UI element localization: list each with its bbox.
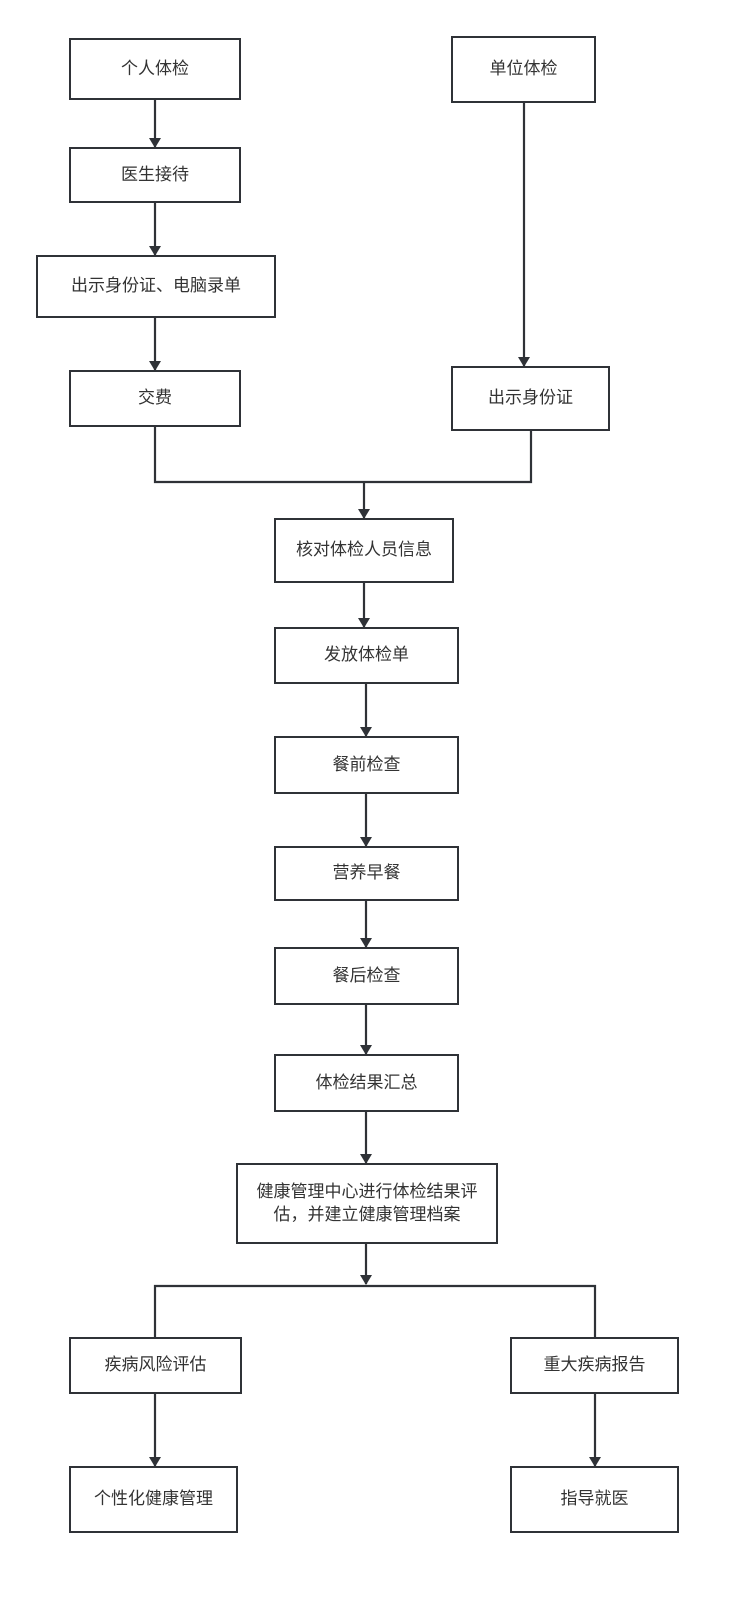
node-label: 医生接待 bbox=[121, 164, 189, 185]
node-label: 出示身份证、电脑录单 bbox=[71, 276, 241, 296]
node-show-id-record: 出示身份证、电脑录单 bbox=[36, 255, 276, 318]
node-pre-meal-exam: 餐前检查 bbox=[274, 736, 459, 794]
node-label: 指导就医 bbox=[560, 1489, 629, 1509]
node-show-id: 出示身份证 bbox=[451, 366, 610, 431]
node-issue-form: 发放体检单 bbox=[274, 627, 459, 684]
node-label: 营养早餐 bbox=[332, 863, 401, 883]
node-risk-assessment: 疾病风险评估 bbox=[69, 1337, 242, 1394]
node-major-disease-report: 重大疾病报告 bbox=[510, 1337, 679, 1394]
node-label: 疾病风险评估 bbox=[104, 1355, 207, 1375]
node-result-summary: 体检结果汇总 bbox=[274, 1054, 459, 1112]
node-personal-checkup: 个人体检 bbox=[69, 38, 241, 100]
node-label: 交费 bbox=[138, 388, 172, 408]
node-medical-guidance: 指导就医 bbox=[510, 1466, 679, 1533]
node-label: 健康管理中心进行体检结果评估，并建立健康管理档案 bbox=[256, 1181, 478, 1225]
node-verify-info: 核对体检人员信息 bbox=[274, 518, 454, 583]
node-label: 出示身份证 bbox=[488, 388, 573, 408]
node-label: 发放体检单 bbox=[324, 645, 409, 665]
node-label: 餐后检查 bbox=[332, 965, 401, 986]
node-doctor-reception: 医生接待 bbox=[69, 147, 241, 203]
node-evaluate-archive: 健康管理中心进行体检结果评估，并建立健康管理档案 bbox=[236, 1163, 498, 1244]
node-label: 单位体检 bbox=[489, 59, 558, 79]
node-label: 体检结果汇总 bbox=[315, 1072, 418, 1093]
node-payment: 交费 bbox=[69, 370, 241, 427]
node-label: 个人体检 bbox=[121, 58, 189, 79]
node-post-meal-exam: 餐后检查 bbox=[274, 947, 459, 1005]
node-personalized-management: 个性化健康管理 bbox=[69, 1466, 238, 1533]
node-unit-checkup: 单位体检 bbox=[451, 36, 596, 103]
node-breakfast: 营养早餐 bbox=[274, 846, 459, 901]
node-label: 核对体检人员信息 bbox=[296, 540, 432, 560]
node-label: 个性化健康管理 bbox=[94, 1489, 213, 1509]
node-label: 重大疾病报告 bbox=[543, 1355, 646, 1375]
node-label: 餐前检查 bbox=[332, 754, 401, 775]
